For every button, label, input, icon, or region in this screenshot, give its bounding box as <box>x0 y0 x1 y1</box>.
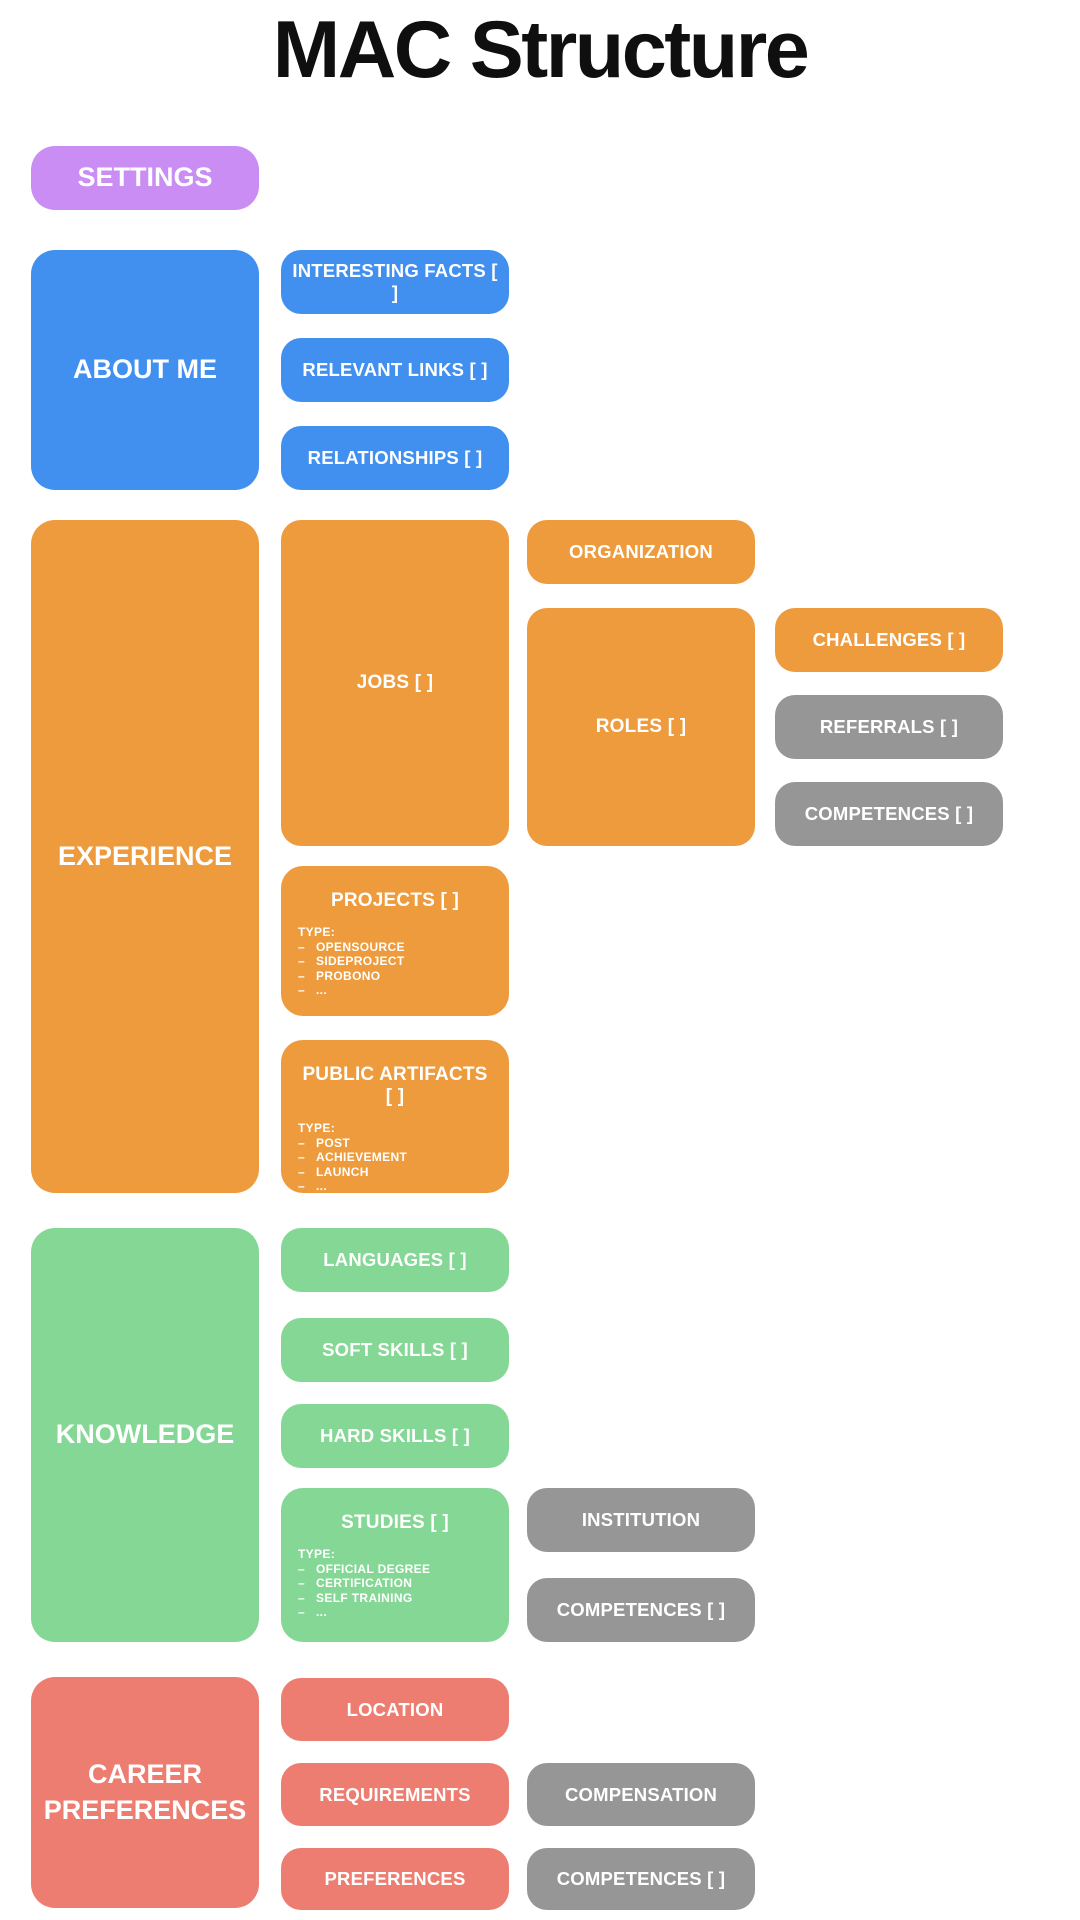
projects-type-list: TYPE: – OPENSOURCE – SIDEPROJECT – PROBO… <box>298 925 497 998</box>
node-relevant-links: RELEVANT LINKS [ ] <box>281 338 509 402</box>
public-artifacts-title: PUBLIC ARTIFACTS [ ] <box>302 1064 488 1107</box>
node-knowledge: KNOWLEDGE <box>31 1228 259 1642</box>
node-projects: PROJECTS [ ] TYPE: – OPENSOURCE – SIDEPR… <box>281 866 509 1016</box>
dash: – <box>298 1179 306 1194</box>
node-hard-skills: HARD SKILLS [ ] <box>281 1404 509 1468</box>
type-item: – POST <box>298 1136 497 1151</box>
node-settings: SETTINGS <box>31 146 259 210</box>
node-career-competences: COMPETENCES [ ] <box>527 1848 755 1910</box>
dash: – <box>298 968 306 983</box>
type-item: – ... <box>298 1179 497 1194</box>
dash: – <box>298 1561 306 1576</box>
node-public-artifacts: PUBLIC ARTIFACTS [ ] TYPE: – POST – ACHI… <box>281 1040 509 1193</box>
type-item: – LAUNCH <box>298 1165 497 1180</box>
type-item: – ... <box>298 983 497 998</box>
node-preferences: PREFERENCES <box>281 1848 509 1910</box>
type-item-label: OFFICIAL DEGREE <box>316 1561 431 1576</box>
dash: – <box>298 954 306 969</box>
node-roles: ROLES [ ] <box>527 608 755 846</box>
node-location: LOCATION <box>281 1678 509 1741</box>
node-languages: LANGUAGES [ ] <box>281 1228 509 1292</box>
type-item-label: ... <box>316 1605 328 1620</box>
type-item-label: ACHIEVEMENT <box>316 1150 408 1165</box>
node-soft-skills: SOFT SKILLS [ ] <box>281 1318 509 1382</box>
dash: – <box>298 1135 306 1150</box>
type-item-label: ... <box>316 983 328 998</box>
dash: – <box>298 1605 306 1620</box>
node-compensation: COMPENSATION <box>527 1763 755 1826</box>
node-referrals: REFERRALS [ ] <box>775 695 1003 759</box>
type-item: – CERTIFICATION <box>298 1576 497 1591</box>
node-experience: EXPERIENCE <box>31 520 259 1193</box>
type-label-row: TYPE: <box>298 925 497 940</box>
page-title: MAC Structure <box>272 5 810 95</box>
type-item: – SIDEPROJECT <box>298 954 497 969</box>
dash: – <box>298 1150 306 1165</box>
type-item-label: PROBONO <box>316 968 381 983</box>
node-challenges: CHALLENGES [ ] <box>775 608 1003 672</box>
type-label: TYPE: <box>298 925 336 939</box>
type-item: – SELF TRAINING <box>298 1591 497 1606</box>
studies-title: STUDIES [ ] <box>341 1512 449 1533</box>
node-requirements: REQUIREMENTS <box>281 1763 509 1826</box>
type-item-label: LAUNCH <box>316 1164 369 1179</box>
node-studies: STUDIES [ ] TYPE: – OFFICIAL DEGREE – CE… <box>281 1488 509 1642</box>
node-institution: INSTITUTION <box>527 1488 755 1552</box>
node-organization: ORGANIZATION <box>527 520 755 584</box>
type-label-row: TYPE: <box>298 1547 497 1562</box>
type-item-label: OPENSOURCE <box>316 939 405 954</box>
type-label-row: TYPE: <box>298 1121 497 1136</box>
type-label: TYPE: <box>298 1121 336 1135</box>
dash: – <box>298 1590 306 1605</box>
node-studies-competences: COMPETENCES [ ] <box>527 1578 755 1642</box>
projects-title: PROJECTS [ ] <box>330 890 460 911</box>
dash: – <box>298 1164 306 1179</box>
type-item: – OFFICIAL DEGREE <box>298 1562 497 1577</box>
studies-type-list: TYPE: – OFFICIAL DEGREE – CERTIFICATION … <box>298 1547 497 1620</box>
type-label: TYPE: <box>298 1547 336 1561</box>
type-item-label: CERTIFICATION <box>316 1576 413 1591</box>
node-jobs: JOBS [ ] <box>281 520 509 846</box>
node-career-preferences: CAREER PREFERENCES <box>31 1677 259 1908</box>
type-item: – ... <box>298 1605 497 1620</box>
node-interesting-facts: INTERESTING FACTS [ ] <box>281 250 509 314</box>
dash: – <box>298 983 306 998</box>
public-artifacts-type-list: TYPE: – POST – ACHIEVEMENT – LAUNCH – ..… <box>298 1121 497 1194</box>
type-item: – OPENSOURCE <box>298 940 497 955</box>
type-item-label: POST <box>316 1135 351 1150</box>
node-roles-competences: COMPETENCES [ ] <box>775 782 1003 846</box>
dash: – <box>298 1576 306 1591</box>
node-relationships: RELATIONSHIPS [ ] <box>281 426 509 490</box>
type-item: – ACHIEVEMENT <box>298 1150 497 1165</box>
dash: – <box>298 939 306 954</box>
type-item-label: SELF TRAINING <box>316 1590 413 1605</box>
type-item-label: SIDEPROJECT <box>316 954 405 969</box>
node-about-me: ABOUT ME <box>31 250 259 490</box>
type-item: – PROBONO <box>298 969 497 984</box>
type-item-label: ... <box>316 1179 328 1194</box>
